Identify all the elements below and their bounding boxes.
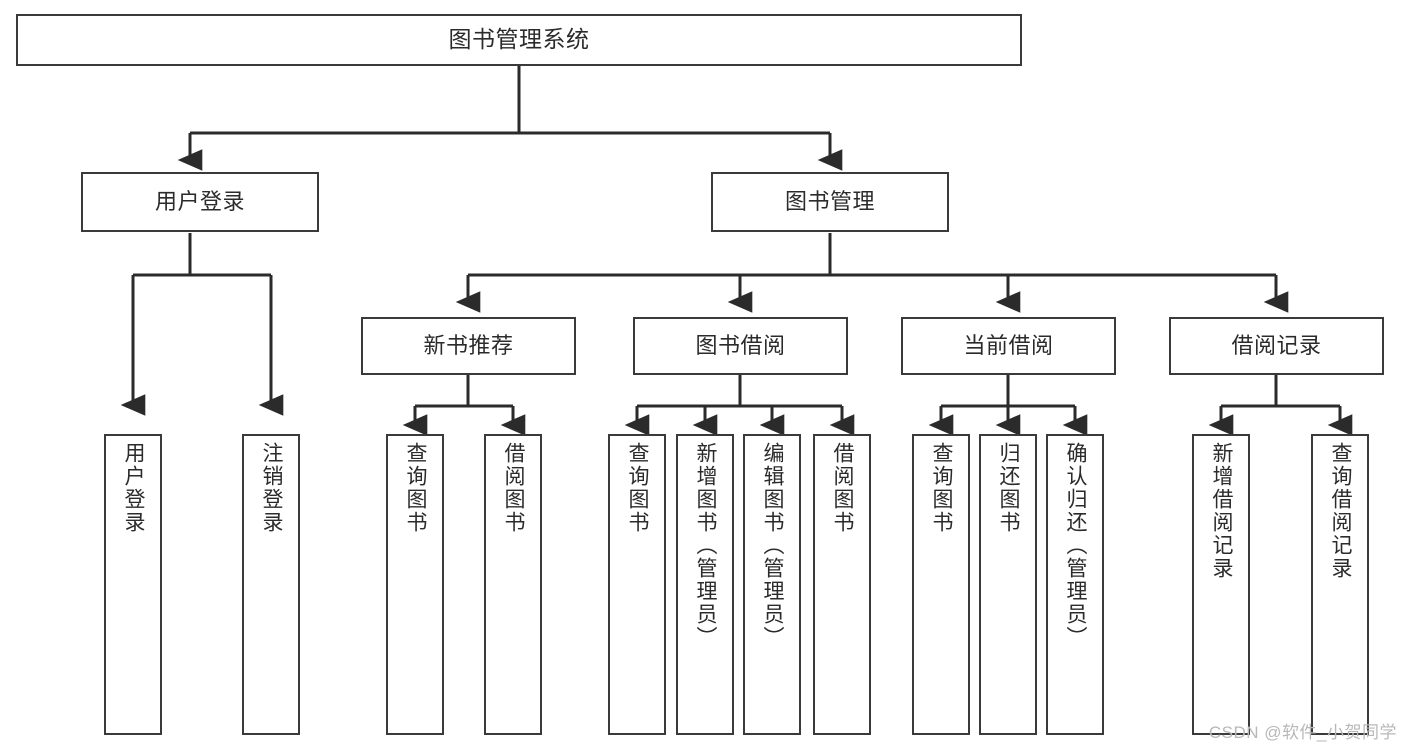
node-label: 借阅图书: [831, 442, 855, 534]
node-label: 确认归还（管理员）: [1064, 442, 1088, 649]
node-book-borrow[interactable]: 图书借阅: [633, 317, 848, 375]
node-label: 查询图书: [404, 442, 428, 534]
node-label: 图书管理: [784, 189, 875, 215]
node-label: 归还图书: [997, 442, 1021, 534]
node-user-login[interactable]: 用户登录: [81, 172, 319, 232]
node-book-management[interactable]: 图书管理: [711, 172, 949, 232]
node-label: 用户登录: [122, 442, 146, 534]
leaf-user-login-signin[interactable]: 用户登录: [104, 434, 162, 735]
watermark-text: CSDN @软件_小贺同学: [1208, 723, 1397, 742]
leaf-book-borrow-add[interactable]: 新增图书（管理员）: [676, 434, 734, 735]
node-label: 查询借阅记录: [1329, 442, 1353, 580]
node-label: 注销登录: [260, 442, 284, 534]
node-label: 图书管理系统: [448, 26, 590, 53]
leaf-user-login-signout[interactable]: 注销登录: [242, 434, 300, 735]
node-new-book-recommend[interactable]: 新书推荐: [361, 317, 576, 375]
node-label: 新增图书（管理员）: [694, 442, 718, 649]
node-label: 借阅图书: [502, 442, 526, 534]
node-label: 查询图书: [930, 442, 954, 534]
node-label: 新增借阅记录: [1210, 442, 1234, 580]
leaf-new-book-query[interactable]: 查询图书: [386, 434, 444, 735]
node-current-borrow[interactable]: 当前借阅: [901, 317, 1116, 375]
node-label: 新书推荐: [423, 333, 514, 359]
leaf-book-borrow-lend[interactable]: 借阅图书: [813, 434, 871, 735]
leaf-book-borrow-edit[interactable]: 编辑图书（管理员）: [743, 434, 801, 735]
leaf-borrow-record-query[interactable]: 查询借阅记录: [1311, 434, 1369, 735]
leaf-new-book-borrow[interactable]: 借阅图书: [484, 434, 542, 735]
leaf-borrow-record-add[interactable]: 新增借阅记录: [1192, 434, 1250, 735]
node-label: 图书借阅: [695, 333, 786, 359]
node-label: 编辑图书（管理员）: [761, 442, 785, 649]
leaf-current-borrow-return[interactable]: 归还图书: [979, 434, 1037, 735]
leaf-current-borrow-query[interactable]: 查询图书: [912, 434, 970, 735]
node-label: 用户登录: [154, 189, 245, 215]
leaf-book-borrow-query[interactable]: 查询图书: [608, 434, 666, 735]
node-root-system[interactable]: 图书管理系统: [16, 14, 1022, 66]
node-label: 借阅记录: [1231, 333, 1322, 359]
node-label: 查询图书: [626, 442, 650, 534]
leaf-current-borrow-confirm[interactable]: 确认归还（管理员）: [1046, 434, 1104, 735]
node-borrow-record[interactable]: 借阅记录: [1169, 317, 1384, 375]
node-label: 当前借阅: [963, 333, 1054, 359]
